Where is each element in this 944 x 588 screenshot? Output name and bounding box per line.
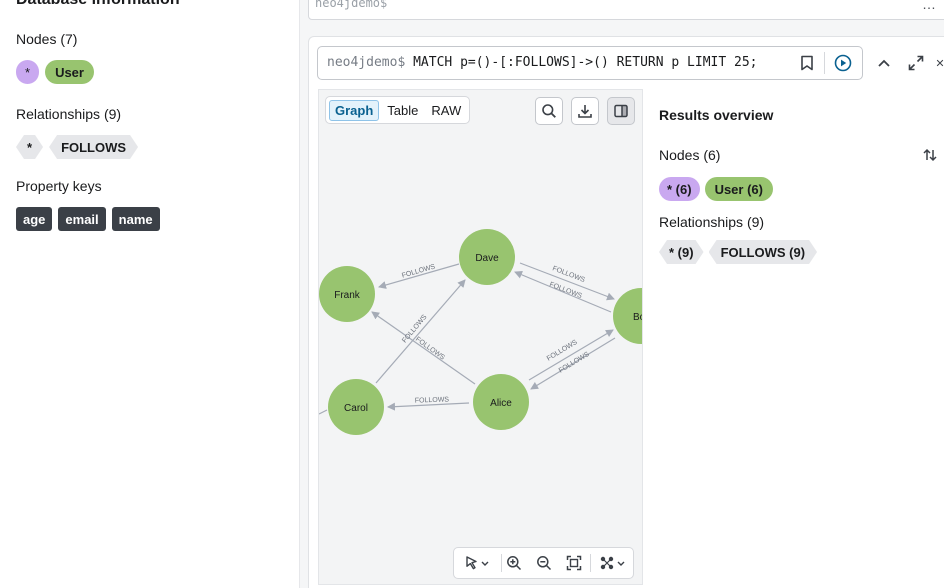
toolbar-divider — [501, 554, 502, 572]
previous-query-editor[interactable]: neo4jdemo$ — [308, 0, 944, 20]
results-node-chips: * (6) User (6) — [659, 177, 773, 201]
node-label-user[interactable]: User — [45, 60, 94, 84]
relationship-carol-dave[interactable] — [375, 279, 466, 384]
graph-visualization[interactable]: FOLLOWS FOLLOWS FOLLOWS FOLLOWS FOLLOWS … — [318, 89, 643, 585]
toolbar-divider-2 — [590, 554, 591, 572]
relationship-alice-carol[interactable] — [387, 402, 470, 411]
relationship-dave-frank[interactable] — [378, 263, 460, 289]
node-label-dave: Dave — [475, 253, 499, 264]
node-alice[interactable] — [473, 374, 529, 430]
zoom-out-icon — [537, 556, 552, 571]
sidebar-title: Database information — [16, 0, 180, 9]
property-key-age[interactable]: age — [16, 207, 53, 231]
relationship-alice-bo[interactable] — [528, 329, 614, 381]
results-node-all[interactable]: * (6) — [659, 177, 700, 201]
query-editor[interactable]: neo4jdemo$ MATCH p=()-[:FOLLOWS]->() RET… — [317, 46, 863, 80]
property-keys-row: age email name — [16, 207, 160, 231]
results-title: Results overview — [659, 107, 774, 123]
fit-to-screen-button[interactable] — [564, 548, 584, 578]
database-info-sidebar: Database information Nodes (7) * User Re… — [0, 0, 300, 588]
bookmark-icon[interactable] — [797, 53, 817, 73]
relationship-dave-bo[interactable] — [519, 262, 615, 301]
more-options-icon[interactable]: … — [922, 0, 936, 12]
sort-icon[interactable] — [921, 146, 939, 164]
node-dave[interactable] — [459, 229, 515, 285]
layout-icon — [600, 556, 625, 570]
editor-divider — [824, 52, 825, 74]
relationship-bo-dave[interactable] — [514, 271, 612, 313]
download-button[interactable] — [571, 97, 599, 125]
rel-label-1: FOLLOWS — [401, 263, 436, 279]
search-icon — [542, 104, 556, 118]
relationship-offscreen — [319, 409, 328, 415]
graph-canvas[interactable]: FOLLOWS FOLLOWS FOLLOWS FOLLOWS FOLLOWS … — [319, 90, 643, 585]
node-bo[interactable] — [613, 288, 643, 344]
rel-label-3: FOLLOWS — [548, 281, 583, 300]
select-icon — [466, 556, 489, 570]
download-icon — [578, 105, 592, 118]
relationship-bo-alice[interactable] — [530, 337, 616, 390]
fullscreen-icon[interactable] — [906, 53, 926, 73]
node-label-frank: Frank — [334, 290, 361, 301]
results-relationship-follows[interactable]: FOLLOWS (9) — [709, 240, 818, 264]
collapse-icon[interactable] — [874, 53, 894, 73]
zoom-out-button[interactable] — [534, 548, 554, 578]
results-relationship-chips: * (9) FOLLOWS (9) — [659, 240, 817, 264]
tab-raw[interactable]: RAW — [431, 102, 462, 118]
relationship-alice-frank[interactable] — [371, 311, 476, 385]
zoom-in-button[interactable] — [504, 548, 524, 578]
rel-label-6: FOLLOWS — [415, 396, 450, 404]
fit-icon — [566, 555, 582, 571]
select-mode-button[interactable] — [458, 548, 496, 578]
node-carol[interactable] — [328, 379, 384, 435]
node-frank[interactable] — [319, 266, 375, 322]
node-label-all[interactable]: * — [16, 60, 40, 84]
node-label-carol: Carol — [344, 403, 368, 414]
zoom-in-icon — [507, 556, 522, 571]
tab-table[interactable]: Table — [387, 102, 419, 118]
layout-button[interactable] — [595, 548, 631, 578]
view-switcher: Graph Table RAW — [325, 96, 470, 124]
results-relationship-all[interactable]: * (9) — [659, 240, 704, 264]
results-node-user[interactable]: User (6) — [704, 177, 773, 201]
panel-toggle-icon — [614, 104, 628, 118]
search-button[interactable] — [535, 97, 563, 125]
previous-prompt: neo4jdemo$ — [315, 0, 388, 10]
nodes-label: Nodes (7) — [16, 31, 78, 47]
panel-toggle-button[interactable] — [607, 97, 635, 125]
relationship-type-all[interactable]: * — [16, 135, 43, 159]
property-keys-label: Property keys — [16, 178, 102, 194]
node-labels-row: * User — [16, 60, 94, 84]
tab-graph[interactable]: Graph — [329, 99, 380, 121]
graph-toolbar — [453, 547, 634, 579]
property-key-name[interactable]: name — [111, 207, 160, 231]
node-label-alice: Alice — [490, 398, 512, 409]
results-nodes-label: Nodes (6) — [659, 147, 721, 163]
rel-label-5: FOLLOWS — [414, 336, 446, 362]
close-icon[interactable] — [936, 53, 944, 73]
relationships-label: Relationships (9) — [16, 106, 122, 122]
relationship-type-follows[interactable]: FOLLOWS — [49, 135, 138, 159]
node-label-bo: Bo — [633, 312, 643, 323]
query-text[interactable]: MATCH p=()-[:FOLLOWS]->() RETURN p LIMIT… — [413, 55, 758, 70]
run-icon[interactable] — [832, 52, 854, 74]
results-overview: Results overview Nodes (6) * (6) User (6… — [643, 89, 944, 585]
results-relationships-label: Relationships (9) — [659, 214, 765, 230]
property-key-email[interactable]: email — [58, 207, 106, 231]
editor-prompt: neo4jdemo$ — [327, 55, 406, 70]
relationship-types-row: * FOLLOWS — [16, 135, 138, 159]
